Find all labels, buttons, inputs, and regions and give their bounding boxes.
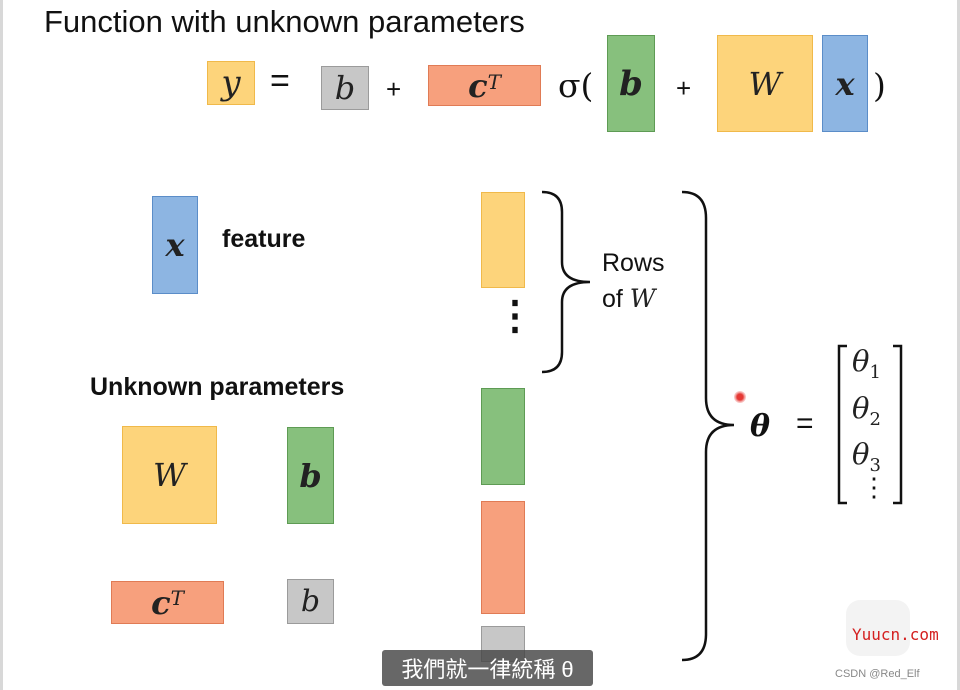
unknown-ct-sup: T <box>170 586 184 610</box>
feature-label: feature <box>222 225 306 253</box>
eq-w-box: W <box>717 35 813 132</box>
eq-close-paren: ) <box>873 66 886 105</box>
eq-b-vector-box: b <box>607 35 655 132</box>
theta-2-sub: 2 <box>869 408 881 430</box>
eq-y: y <box>221 63 241 103</box>
rows-label-of: of <box>602 285 630 313</box>
eq-plus-1: + <box>386 74 402 104</box>
theta-equals: = <box>796 407 814 440</box>
rows-label-line1: Rows <box>602 249 665 277</box>
feature-x: x <box>165 226 185 264</box>
laser-pointer-dot <box>734 391 746 403</box>
eq-b-vector: b <box>619 63 643 104</box>
theta-1-base: θ <box>852 344 870 378</box>
slide-title: Function with unknown parameters <box>44 4 525 39</box>
unknown-ct-base: c <box>151 583 171 622</box>
theta-1-sub: 1 <box>869 361 881 383</box>
eq-b-scalar-box: b <box>321 66 369 110</box>
left-edge-strip <box>0 0 3 690</box>
right-edge-strip <box>957 0 960 690</box>
theta-3-base: θ <box>852 437 870 471</box>
video-subtitle: 我們就一律統稱 θ <box>382 650 593 686</box>
eq-sigma-open: σ( <box>558 66 594 105</box>
eq-equals: = <box>270 62 290 100</box>
eq-y-box: y <box>207 61 255 105</box>
column-b-block <box>481 388 525 485</box>
yuucn-logo-badge <box>846 600 910 656</box>
eq-plus-2: + <box>676 73 692 103</box>
theta-brace <box>681 190 735 662</box>
yuucn-logo-text: Yuucn.com <box>852 625 939 644</box>
eq-w: W <box>748 64 782 103</box>
eq-x-box: x <box>822 35 868 132</box>
unknown-w-box: W <box>122 426 217 524</box>
rows-brace <box>541 190 591 374</box>
theta-vector-brackets <box>837 344 903 505</box>
feature-x-box: x <box>152 196 198 294</box>
rows-label-w: W <box>629 284 656 313</box>
eq-ct-sup: T <box>487 70 501 94</box>
eq-ct-base: c <box>468 66 488 105</box>
column-ct-block <box>481 501 525 614</box>
video-subtitle-text: 我們就一律統稱 θ <box>401 657 574 682</box>
theta-entry-2: θ2 <box>852 391 881 430</box>
unknown-w: W <box>153 456 186 494</box>
csdn-credit: CSDN @Red_Elf <box>835 668 920 680</box>
theta-3-sub: 3 <box>869 454 881 476</box>
rows-label-line2: of W <box>602 284 656 314</box>
column-ellipsis: ⋮ <box>495 294 535 338</box>
unknown-parameters-heading: Unknown parameters <box>90 373 345 401</box>
theta-2-base: θ <box>852 391 870 425</box>
eq-b-scalar: b <box>334 69 356 107</box>
theta-entry-1: θ1 <box>852 344 881 383</box>
unknown-b-vector: b <box>299 456 322 495</box>
eq-x: x <box>835 64 855 103</box>
unknown-b-vector-box: b <box>287 427 334 524</box>
theta-symbol: θ <box>750 409 771 444</box>
theta-entry-dots: ⋮ <box>861 472 887 502</box>
theta-entry-3: θ3 <box>852 437 881 476</box>
unknown-b-scalar-box: b <box>287 579 334 624</box>
column-w-row-block <box>481 192 525 288</box>
unknown-b-scalar: b <box>300 584 321 619</box>
